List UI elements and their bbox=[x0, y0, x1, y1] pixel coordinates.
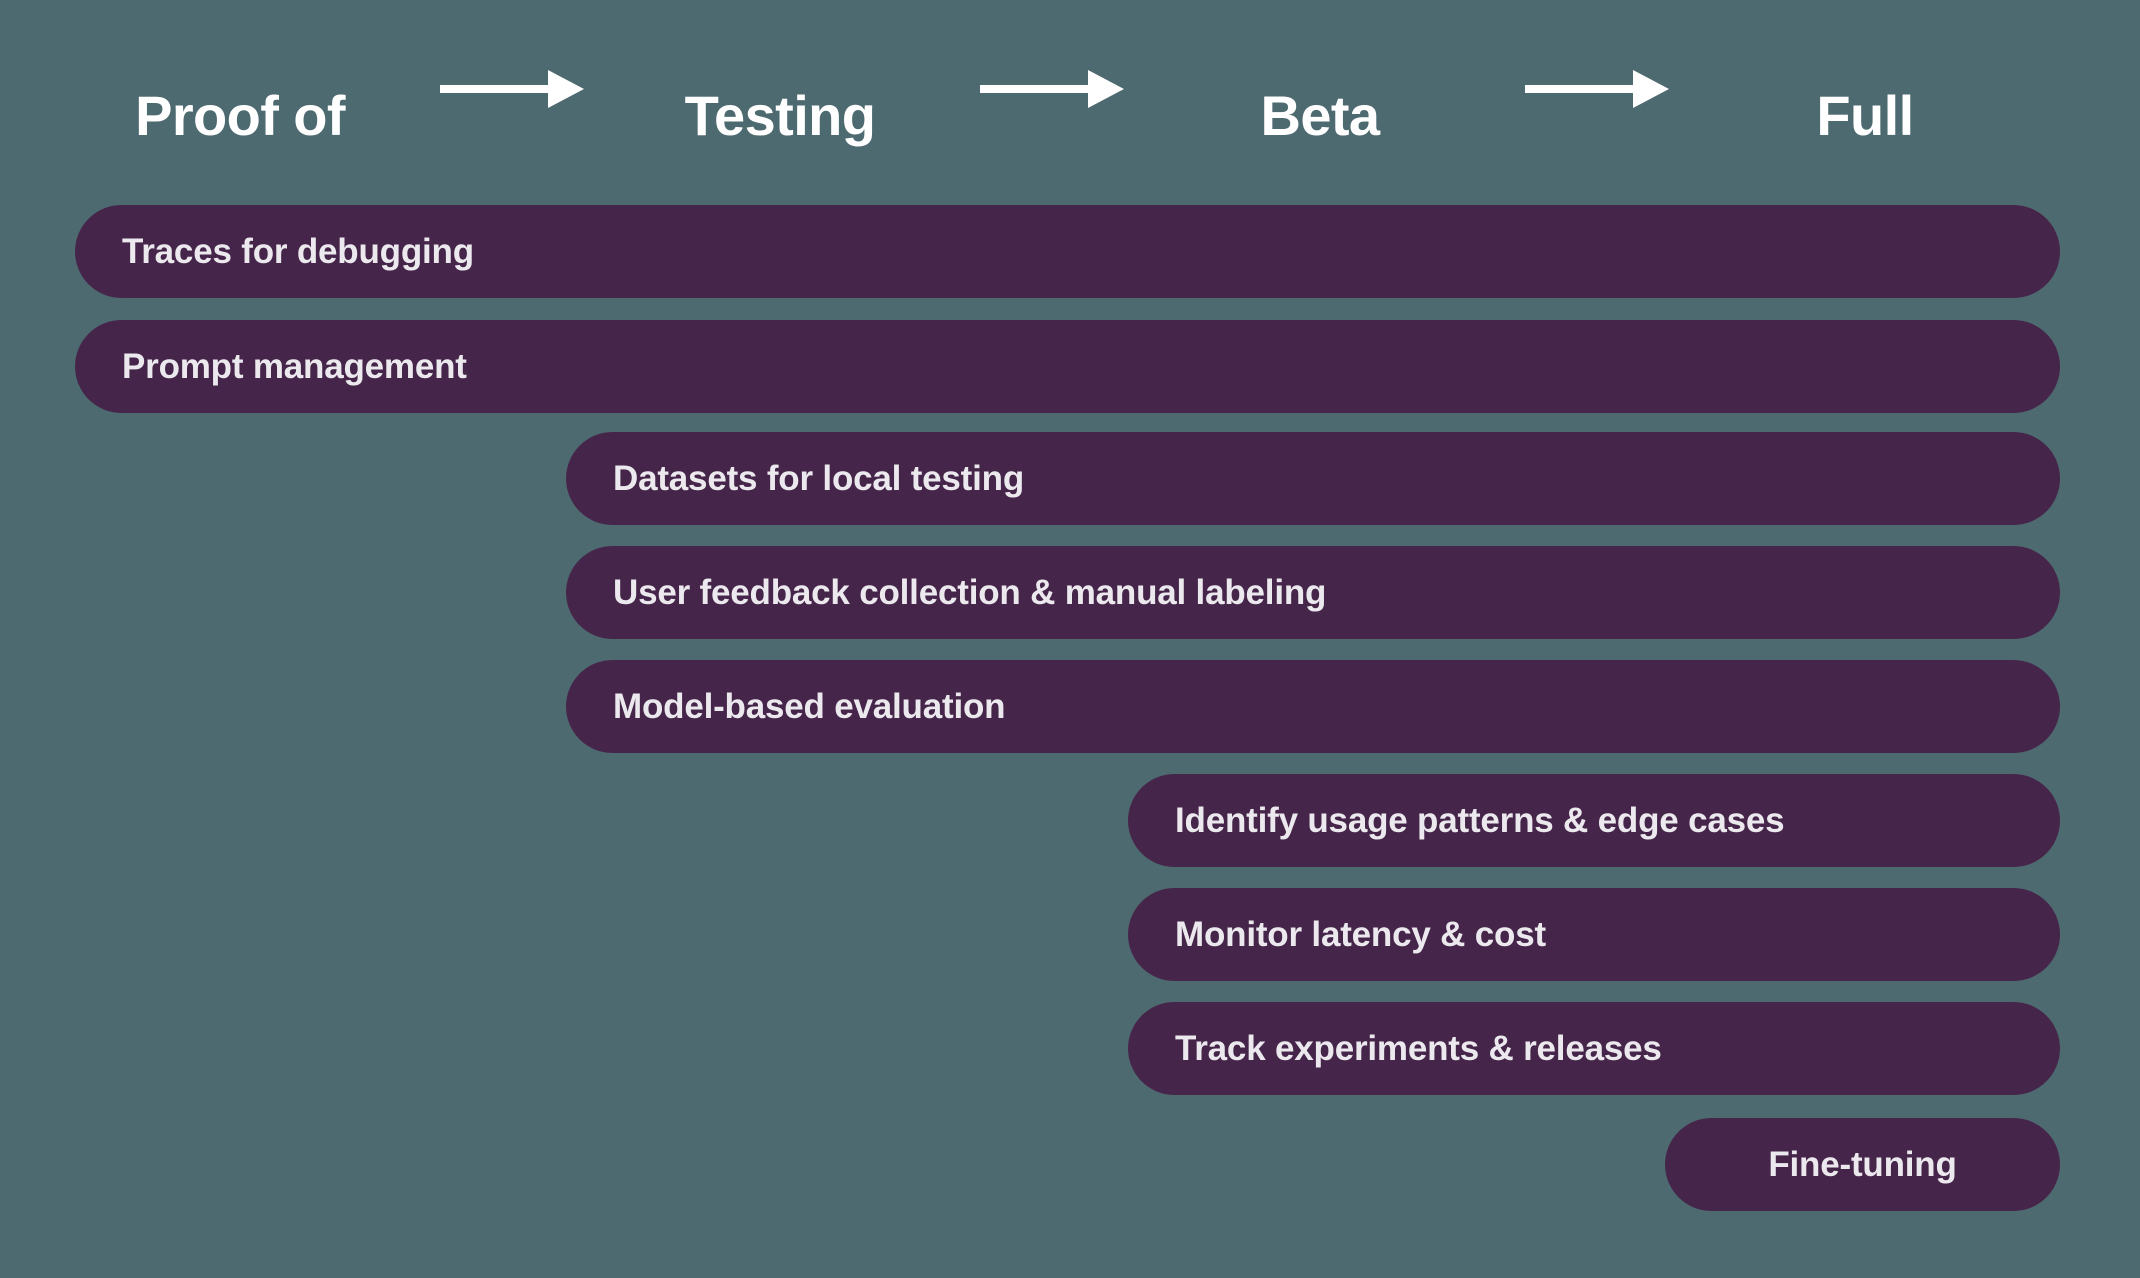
right-arrow-icon bbox=[980, 70, 1124, 108]
capability-pill-label: Track experiments & releases bbox=[1175, 1028, 1662, 1068]
capability-pill-monitor-latency-and-cost[interactable]: Monitor latency & cost bbox=[1128, 888, 2060, 981]
phase-header-line-1: Full bbox=[1816, 84, 1914, 147]
phase-header-full-rollout: Full rollout bbox=[1685, 14, 2045, 354]
capability-pill-label: Datasets for local testing bbox=[613, 458, 1025, 498]
capability-pill-label: Fine-tuning bbox=[1768, 1144, 1957, 1184]
phase-header-line-1: Proof of bbox=[135, 84, 345, 147]
capability-pill-user-feedback-collection-and-manual-labeling[interactable]: User feedback collection & manual labeli… bbox=[566, 546, 2060, 639]
capability-pill-label: Model-based evaluation bbox=[613, 686, 1006, 726]
capability-pill-label: Traces for debugging bbox=[122, 231, 474, 271]
right-arrow-icon bbox=[440, 70, 584, 108]
capability-pill-model-based-evaluation[interactable]: Model-based evaluation bbox=[566, 660, 2060, 753]
right-arrow-icon bbox=[1525, 70, 1669, 108]
phase-header-proof-of-concept: Proof of concept bbox=[60, 14, 420, 354]
capability-pill-prompt-management[interactable]: Prompt management bbox=[75, 320, 2060, 413]
phase-header-testing-and-staging: Testing & staging bbox=[600, 14, 960, 354]
capability-pill-identify-usage-patterns-and-edge-cases[interactable]: Identify usage patterns & edge cases bbox=[1128, 774, 2060, 867]
capability-pill-label: Identify usage patterns & edge cases bbox=[1175, 800, 1785, 840]
capability-pill-track-experiments-and-releases[interactable]: Track experiments & releases bbox=[1128, 1002, 2060, 1095]
phase-header-beta-launch: Beta launch bbox=[1140, 14, 1500, 354]
capability-pill-label: Prompt management bbox=[122, 346, 467, 386]
capability-pill-label: User feedback collection & manual labeli… bbox=[613, 572, 1327, 612]
phase-header-line-1: Testing bbox=[684, 84, 876, 147]
capability-pill-datasets-for-local-testing[interactable]: Datasets for local testing bbox=[566, 432, 2060, 525]
capability-pill-fine-tuning[interactable]: Fine-tuning bbox=[1665, 1118, 2060, 1211]
phase-header-line-1: Beta bbox=[1260, 84, 1381, 147]
capability-pill-label: Monitor latency & cost bbox=[1175, 914, 1546, 954]
capability-pill-traces-for-debugging[interactable]: Traces for debugging bbox=[75, 205, 2060, 298]
